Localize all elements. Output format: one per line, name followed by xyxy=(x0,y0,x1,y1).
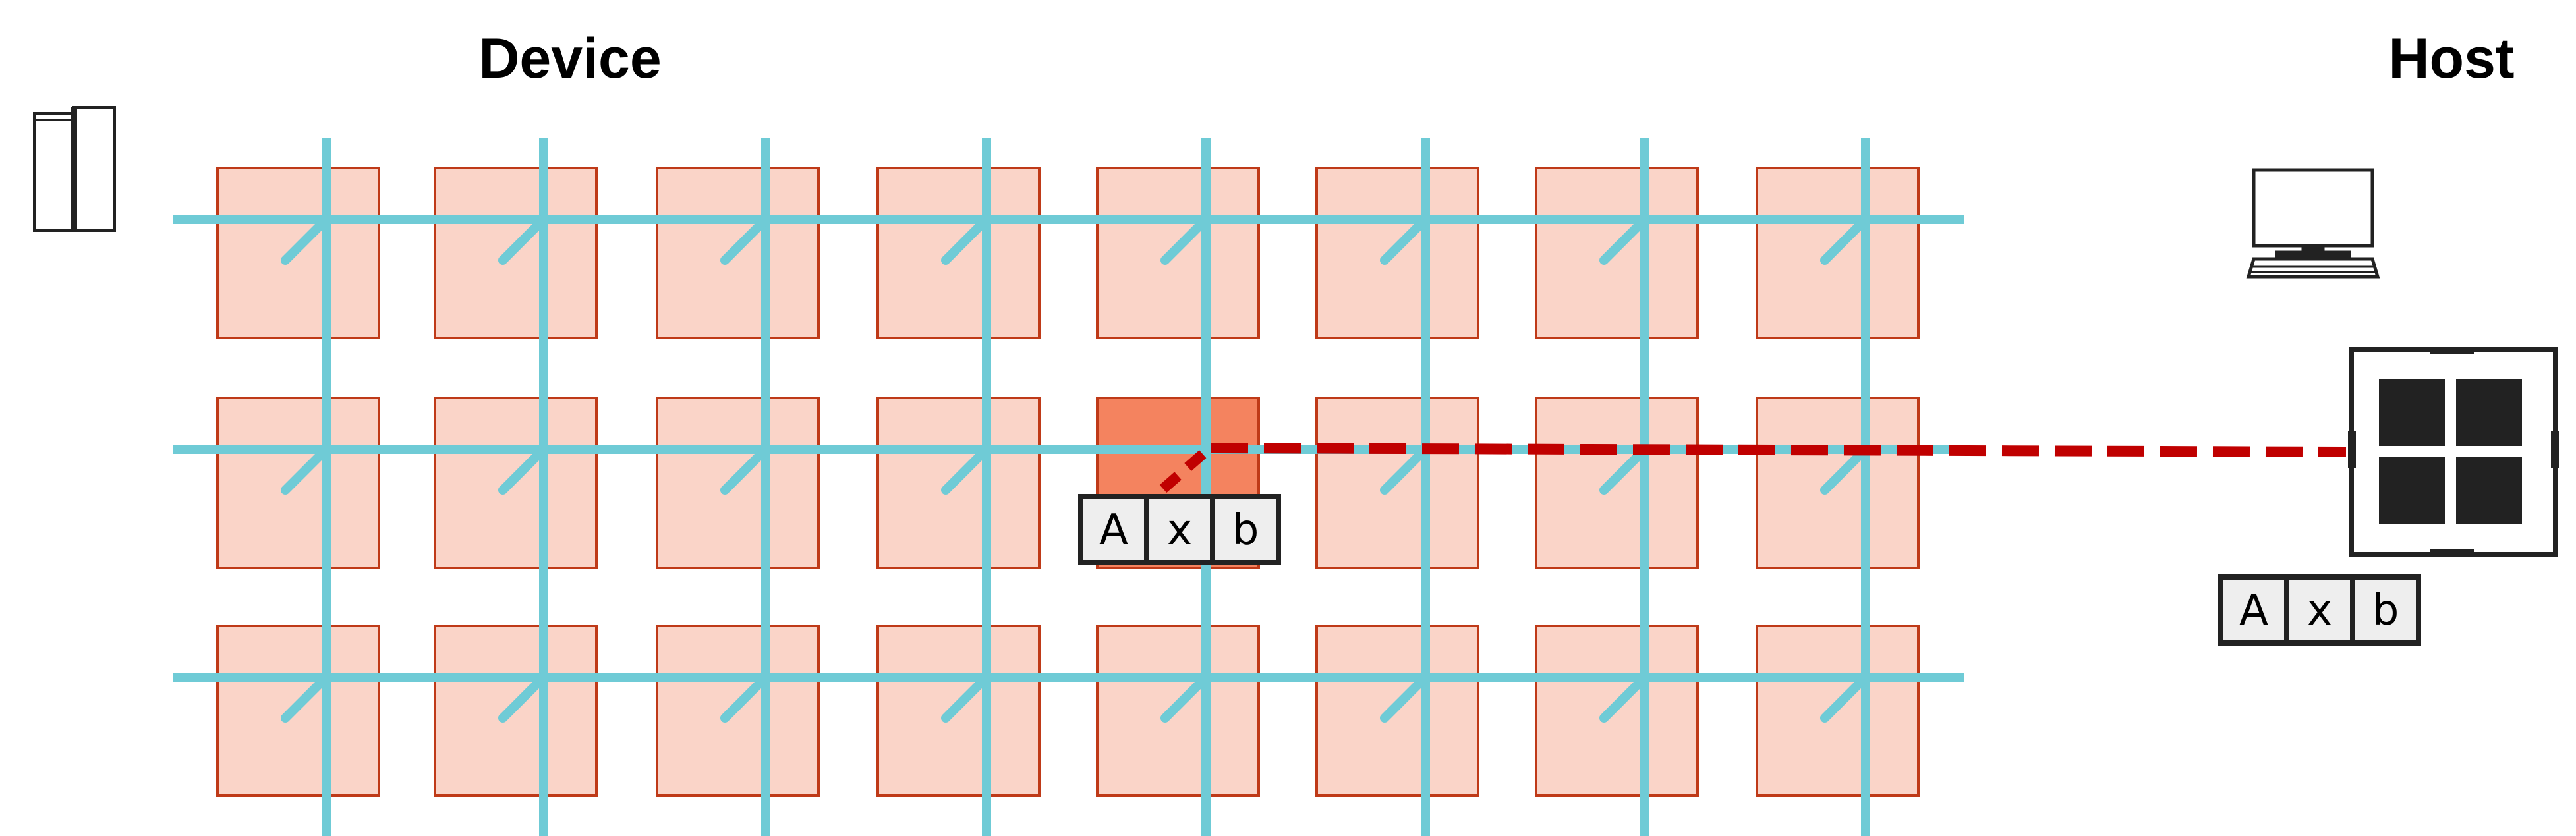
connector-stub xyxy=(498,673,548,723)
connector-stub xyxy=(1820,673,1870,723)
connector-stub xyxy=(720,673,770,723)
connector-stub xyxy=(1599,445,1649,495)
connector-stub xyxy=(1160,673,1211,723)
host-vector-label: b xyxy=(2372,586,2399,635)
connector-stub xyxy=(498,215,548,265)
device-vector-label: A xyxy=(1099,506,1128,555)
connector-stub xyxy=(720,215,770,265)
connector-stub xyxy=(281,673,331,723)
connector-stub xyxy=(1380,445,1430,495)
host-vector-cell xyxy=(2218,574,2289,646)
host-vector-label: x xyxy=(2307,586,2332,635)
connector-stub xyxy=(941,445,991,495)
host-vector-cell xyxy=(2350,574,2421,646)
connector-stub xyxy=(1380,215,1430,265)
device-title: Device xyxy=(478,27,661,90)
connector-stub xyxy=(281,215,331,265)
device-vector-label: b xyxy=(1232,506,1259,555)
processor-chip-icon xyxy=(2348,347,2559,557)
host-title: Host xyxy=(2388,27,2514,90)
connector-stub xyxy=(941,673,991,723)
pe-connector-stubs xyxy=(281,215,1870,723)
connector-stub xyxy=(1380,673,1430,723)
connector-stub xyxy=(1599,673,1649,723)
desktop-computer-icon xyxy=(2246,168,2380,279)
connector-stub xyxy=(498,445,548,495)
connector-stub xyxy=(1160,215,1211,265)
connector-stub xyxy=(720,445,770,495)
connector-stub xyxy=(941,215,991,265)
host-vector-label: A xyxy=(2239,586,2268,635)
connector-stub xyxy=(1820,215,1870,265)
connector-stub xyxy=(1599,215,1649,265)
processing-element-grid xyxy=(216,167,1920,797)
device-vector-label: x xyxy=(1167,506,1192,555)
data-transfer-path xyxy=(1159,442,2347,493)
device-vector-cell xyxy=(1210,494,1281,565)
connector-stub xyxy=(281,445,331,495)
server-rack-icon xyxy=(33,106,116,232)
connector-stub xyxy=(1820,445,1870,495)
